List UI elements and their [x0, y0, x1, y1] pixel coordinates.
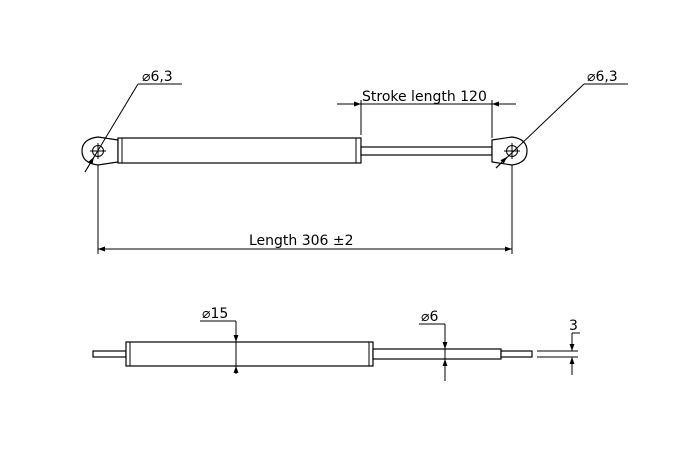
diameter-symbol: ⌀ — [202, 306, 211, 322]
diameter-symbol: ⌀ — [421, 309, 430, 325]
right-eye-fitting — [491, 136, 528, 166]
svg-text:⌀15: ⌀15 — [202, 306, 228, 322]
right-eye-diameter-callout: ⌀6,3 — [495, 69, 628, 169]
cylinder-diameter-value: 15 — [210, 306, 228, 322]
stroke-length-label: Stroke length 120 — [362, 89, 487, 105]
svg-text:⌀6: ⌀6 — [421, 309, 438, 325]
side-cylinder-body — [125, 341, 374, 367]
left-tab — [92, 350, 127, 358]
cylinder-diameter-callout: ⌀15 — [200, 306, 239, 374]
svg-text:⌀6,3: ⌀6,3 — [142, 69, 173, 85]
side-view: ⌀15 ⌀6 3 — [92, 306, 580, 381]
rod-diameter-callout: ⌀6 — [419, 309, 448, 381]
side-piston-rod — [372, 348, 502, 360]
left-eye-fitting — [81, 136, 119, 166]
overall-length-label: Length 306 ±2 — [249, 233, 354, 249]
right-tab — [500, 350, 533, 358]
piston-rod — [360, 146, 493, 156]
left-eye-diameter-value: 6,3 — [150, 69, 172, 85]
diameter-symbol: ⌀ — [142, 69, 151, 85]
tip-thickness-callout: 3 — [569, 318, 580, 375]
stroke-dimension: Stroke length 120 — [337, 89, 516, 138]
cylinder-body — [117, 137, 362, 164]
top-view: ⌀6,3 ⌀6,3 Stroke length 120 Length — [81, 69, 628, 254]
svg-text:⌀6,3: ⌀6,3 — [587, 69, 618, 85]
right-eye-diameter-value: 6,3 — [595, 69, 617, 85]
left-eye-diameter-callout: ⌀6,3 — [84, 69, 182, 173]
overall-length-dimension: Length 306 ±2 — [97, 165, 513, 254]
diameter-symbol: ⌀ — [587, 69, 596, 85]
tip-thickness-value: 3 — [569, 318, 578, 334]
rod-diameter-value: 6 — [429, 309, 438, 325]
